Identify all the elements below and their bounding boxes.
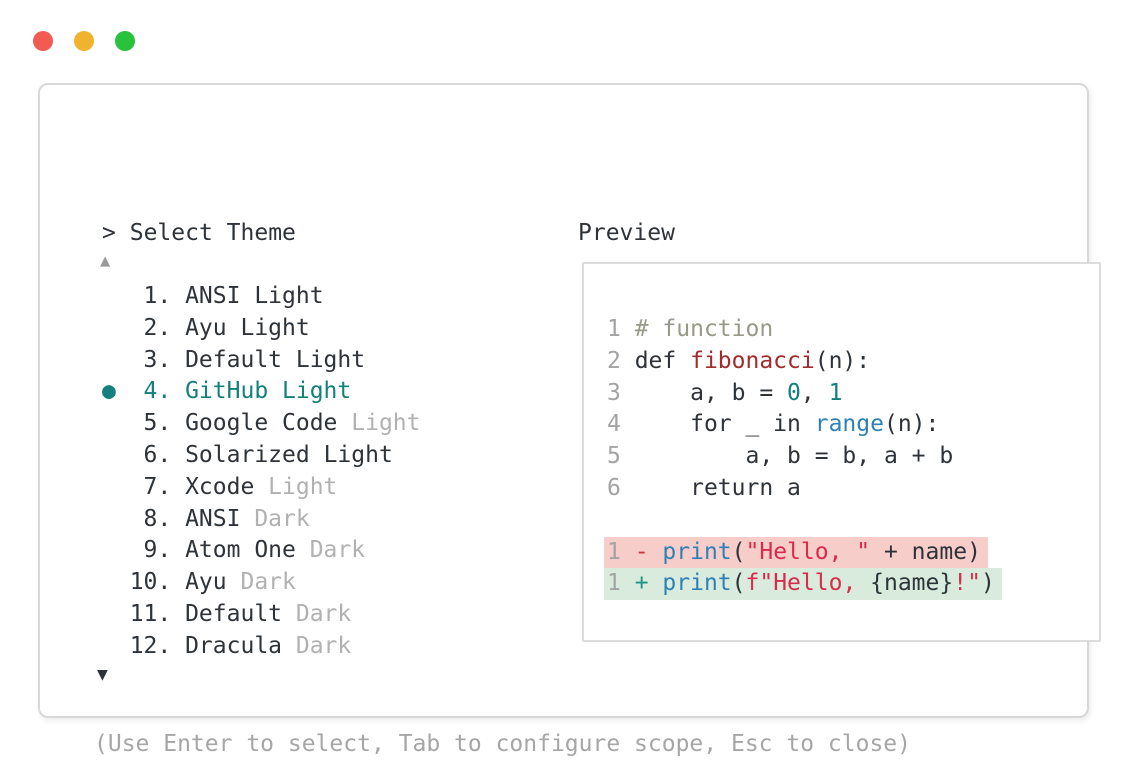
code-line: 5 a, b = b, a + b	[607, 443, 954, 470]
line-number: 1	[607, 538, 635, 565]
diff-highlight-removed: 1 - print("Hello, " + name)	[604, 536, 988, 569]
theme-item-solarized-light[interactable]: 6. Solarized Light	[102, 440, 421, 472]
scroll-up-icon[interactable]: ▲	[100, 251, 111, 271]
bullet-spacer	[102, 472, 130, 504]
theme-number: 9.	[129, 537, 172, 564]
window-controls	[33, 31, 135, 51]
theme-number: 5.	[129, 410, 172, 437]
theme-number: 2.	[129, 314, 172, 341]
theme-number: 6.	[129, 441, 172, 468]
theme-variant: Dark	[240, 569, 296, 596]
theme-variant: Light	[323, 441, 393, 468]
blank-line	[607, 505, 1002, 537]
theme-number: 3.	[129, 346, 172, 373]
theme-item-github-light[interactable]: ● 4. GitHub Light	[102, 376, 421, 408]
bullet-spacer	[102, 440, 130, 472]
theme-list: 1. ANSI Light 2. Ayu Light 3. Default Li…	[102, 281, 421, 663]
line-number: 6	[607, 474, 635, 501]
theme-variant: Dark	[295, 600, 352, 627]
theme-name: Ayu	[185, 314, 241, 341]
theme-item-atom-one-dark[interactable]: 9. Atom One Dark	[102, 535, 421, 567]
selected-bullet-icon: ●	[102, 378, 116, 405]
theme-variant: Light	[240, 314, 310, 341]
theme-item-ayu-light[interactable]: 2. Ayu Light	[102, 313, 421, 345]
line-number: 4	[607, 411, 635, 438]
theme-name: Default	[185, 600, 296, 627]
theme-variant: Light	[282, 378, 352, 405]
bullet-spacer	[102, 567, 130, 599]
line-number: 2	[607, 347, 635, 374]
line-number: 1	[607, 570, 635, 597]
bullet-spacer	[102, 281, 130, 313]
code-line: 2 def fibonacci(n):	[607, 347, 871, 374]
theme-item-ayu-dark[interactable]: 10. Ayu Dark	[102, 567, 421, 599]
theme-variant: Light	[351, 410, 421, 437]
theme-picker-window: > Select Theme ▲ 1. ANSI Light 2. Ayu Li…	[38, 83, 1101, 757]
help-text: (Use Enter to select, Tab to configure s…	[94, 731, 911, 757]
scroll-down-icon[interactable]: ▼	[97, 664, 108, 685]
theme-number: 4.	[129, 378, 172, 405]
prompt-line: > Select Theme	[102, 218, 296, 250]
diff-line-added: 1 + print(f"Hello, {name}!")	[604, 568, 1002, 601]
bullet-spacer	[102, 408, 130, 440]
bullet-spacer	[102, 631, 130, 663]
code-line: 6 return a	[607, 474, 801, 501]
bullet-spacer	[102, 504, 130, 536]
dialog-title	[116, 220, 130, 246]
theme-variant: Light	[254, 283, 324, 309]
line-number: 5	[607, 443, 635, 470]
minimize-button[interactable]	[74, 31, 94, 51]
bullet-spacer	[102, 599, 130, 631]
close-button[interactable]	[33, 31, 53, 51]
bullet-spacer	[102, 313, 130, 345]
theme-variant: Dark	[309, 537, 366, 564]
line-number: 3	[607, 379, 635, 406]
theme-item-default-dark[interactable]: 11. Default Dark	[102, 599, 421, 631]
prompt-caret-icon: >	[102, 220, 116, 246]
theme-name: Dracula	[185, 632, 296, 659]
code-line: 1 # function	[607, 316, 774, 342]
bullet-spacer	[102, 535, 130, 567]
theme-variant: Dark	[295, 632, 352, 659]
theme-number: 1.	[129, 283, 172, 309]
theme-item-default-light[interactable]: 3. Default Light	[102, 345, 421, 377]
theme-name: Ayu	[185, 569, 241, 596]
bullet-spacer	[102, 345, 130, 377]
theme-number: 7.	[129, 473, 172, 500]
theme-number: 10.	[129, 569, 172, 596]
theme-number: 8.	[129, 505, 172, 532]
diff-highlight-added: 1 + print(f"Hello, {name}!")	[604, 568, 1002, 601]
theme-name: Default	[185, 346, 296, 373]
diff-line-removed: 1 - print("Hello, " + name)	[604, 536, 1002, 569]
code-line: 4 for _ in range(n):	[607, 411, 940, 438]
code-line: 3 a, b = 0, 1	[607, 379, 843, 406]
theme-item-ansi-dark[interactable]: 8. ANSI Dark	[102, 504, 421, 536]
preview-title: Preview	[578, 220, 675, 246]
prompt-title: Select Theme	[129, 220, 296, 246]
theme-variant: Dark	[254, 505, 310, 532]
theme-name: Xcode	[185, 473, 269, 500]
zoom-button[interactable]	[115, 31, 135, 51]
theme-name: Google Code	[185, 410, 352, 437]
theme-item-ansi-light[interactable]: 1. ANSI Light	[102, 281, 421, 313]
theme-name: ANSI	[185, 283, 255, 309]
diff-minus-icon: -	[634, 538, 663, 565]
theme-name: Atom One	[185, 537, 310, 564]
theme-variant: Light	[268, 473, 338, 500]
theme-item-google-code-light[interactable]: 5. Google Code Light	[102, 408, 421, 440]
theme-name: ANSI	[185, 505, 255, 532]
theme-name: GitHub	[185, 378, 283, 405]
diff-plus-icon: +	[634, 570, 663, 597]
preview-pane: 1 # function 2 def fibonacci(n): 3 a, b = …	[582, 262, 1101, 642]
theme-name: Solarized	[185, 441, 324, 468]
theme-number: 12.	[129, 632, 172, 659]
theme-variant: Light	[295, 346, 366, 373]
preview-code: 1 # function 2 def fibonacci(n): 3 a, b = …	[604, 314, 1002, 601]
theme-item-dracula-dark[interactable]: 12. Dracula Dark	[102, 631, 421, 663]
theme-item-xcode-light[interactable]: 7. Xcode Light	[102, 472, 421, 504]
theme-number: 11.	[129, 600, 172, 627]
line-number: 1	[607, 316, 635, 342]
